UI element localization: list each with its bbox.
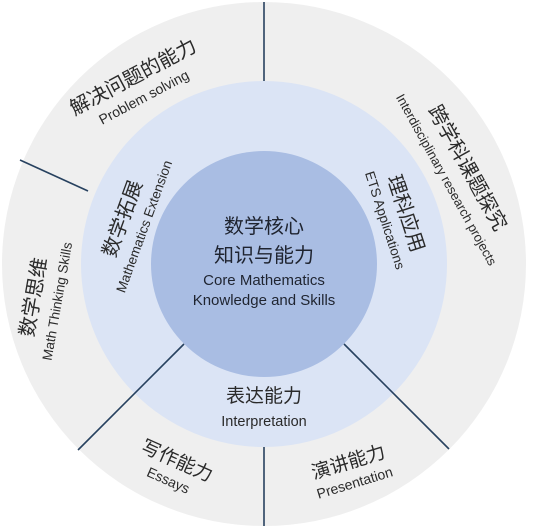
- divider-lower-right: [343, 343, 450, 450]
- center-title-zh-1: 数学核心: [224, 214, 304, 238]
- middle-label-interpretation: 表达能力 Interpretation: [221, 385, 306, 430]
- outer-divider-upper-left: [19, 159, 89, 192]
- divider-lower-left: [77, 343, 185, 451]
- center-title-en-1: Core Mathematics: [203, 272, 325, 289]
- center-circle: [151, 151, 377, 377]
- center-title-en-2: Knowledge and Skills: [193, 292, 336, 309]
- center-title-zh-2: 知识与能力: [214, 243, 314, 267]
- middle-label-zh: 表达能力: [226, 385, 302, 407]
- middle-label-en: Interpretation: [221, 414, 306, 430]
